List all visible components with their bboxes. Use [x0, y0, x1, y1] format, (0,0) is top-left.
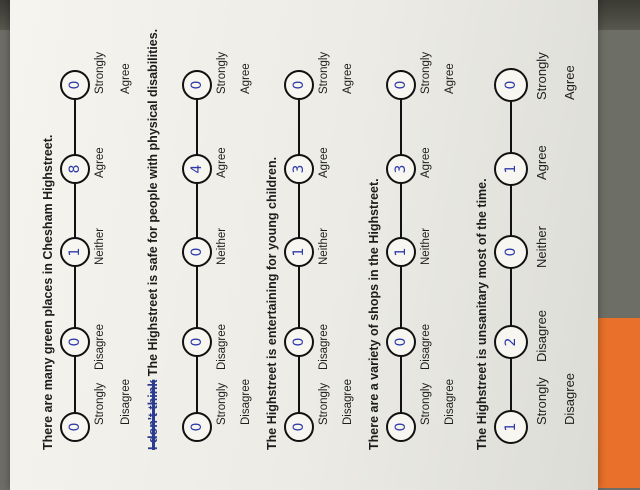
- label-disagree: Disagree: [94, 323, 106, 370]
- question-5: The Highstreet is unsanitary most of the…: [474, 10, 491, 450]
- question-1: There are many green places in Chesham H…: [40, 10, 57, 450]
- label-neither: Neither: [94, 227, 106, 265]
- answer-circle-strongly-agree: 0: [60, 70, 90, 100]
- label-strongly: Strongly: [94, 382, 106, 425]
- label-agree: Agree: [444, 63, 456, 94]
- answer-circle-strongly-agree: 0: [386, 70, 416, 100]
- answer-circle-strongly-disagree: 0: [60, 412, 90, 442]
- question-5-text: The Highstreet is unsanitary most of the…: [475, 178, 489, 450]
- orange-card: [596, 318, 640, 488]
- label-disagree: Disagree: [120, 378, 132, 425]
- answer-circle-disagree: 2: [494, 325, 528, 359]
- label-strongly: Strongly: [216, 51, 228, 94]
- label-strongly: Strongly: [318, 51, 330, 94]
- answer-circle-neither: 1: [284, 237, 314, 267]
- label-disagree: Disagree: [444, 378, 456, 425]
- label-agree: Agree: [240, 63, 252, 94]
- survey-sheet: There are many green places in Chesham H…: [10, 0, 640, 480]
- answer-circle-neither: 0: [494, 235, 528, 269]
- scale-3: 0 0 1 3 0: [284, 52, 314, 452]
- label-neither: Neither: [534, 226, 549, 268]
- label-strongly: Strongly: [94, 51, 106, 94]
- label-neither: Neither: [318, 227, 330, 265]
- label-agree: Agree: [534, 145, 549, 180]
- label-strongly: Strongly: [216, 382, 228, 425]
- answer-circle-disagree: 0: [182, 327, 212, 357]
- answer-circle-strongly-disagree: 1: [494, 410, 528, 444]
- answer-circle-strongly-agree: 0: [182, 70, 212, 100]
- question-3-text: The Highstreet is entertaining for young…: [265, 156, 279, 450]
- question-2: I don't think The Highstreet is safe for…: [145, 10, 162, 450]
- label-disagree: Disagree: [562, 372, 577, 425]
- question-4: There are a variety of shops in the High…: [366, 10, 383, 450]
- label-disagree: Disagree: [420, 323, 432, 370]
- scale-4: 0 0 1 3 0: [386, 52, 416, 452]
- question-1-text: There are many green places in Chesham H…: [41, 134, 55, 450]
- label-neither: Neither: [420, 227, 432, 265]
- scale-2: 0 0 0 4 0: [182, 52, 212, 452]
- scale-5: 1 2 0 1 0: [494, 52, 528, 452]
- answer-circle-disagree: 0: [284, 327, 314, 357]
- answer-circle-strongly-agree: 0: [284, 70, 314, 100]
- answer-circle-neither: 1: [60, 237, 90, 267]
- label-disagree: Disagree: [240, 378, 252, 425]
- answer-circle-strongly-disagree: 0: [284, 412, 314, 442]
- answer-circle-strongly-agree: 0: [494, 68, 528, 102]
- label-agree: Agree: [120, 63, 132, 94]
- answer-circle-disagree: 0: [60, 327, 90, 357]
- question-4-text: There are a variety of shops in the High…: [367, 178, 381, 450]
- crossed-out-text: I don't think: [146, 379, 160, 450]
- answer-circle-agree: 3: [284, 154, 314, 184]
- scale-1: 0 0 1 8 0: [60, 52, 90, 452]
- answer-circle-strongly-disagree: 0: [386, 412, 416, 442]
- answer-circle-agree: 4: [182, 154, 212, 184]
- label-disagree: Disagree: [342, 378, 354, 425]
- label-strongly: Strongly: [420, 51, 432, 94]
- question-2-text: The Highstreet is safe for people with p…: [146, 28, 160, 377]
- label-strongly: Strongly: [318, 382, 330, 425]
- answer-circle-agree: 8: [60, 154, 90, 184]
- label-disagree: Disagree: [534, 309, 549, 362]
- label-strongly: Strongly: [534, 377, 549, 425]
- label-strongly: Strongly: [420, 382, 432, 425]
- label-neither: Neither: [216, 227, 228, 265]
- answer-circle-neither: 1: [386, 237, 416, 267]
- answer-circle-neither: 0: [182, 237, 212, 267]
- answer-circle-strongly-disagree: 0: [182, 412, 212, 442]
- label-agree: Agree: [318, 147, 330, 178]
- answer-circle-agree: 3: [386, 154, 416, 184]
- answer-circle-agree: 1: [494, 152, 528, 186]
- label-agree: Agree: [420, 147, 432, 178]
- label-agree: Agree: [216, 147, 228, 178]
- label-agree: Agree: [562, 65, 577, 100]
- answer-circle-disagree: 0: [386, 327, 416, 357]
- label-agree: Agree: [94, 147, 106, 178]
- label-strongly: Strongly: [534, 52, 549, 100]
- label-disagree: Disagree: [318, 323, 330, 370]
- label-agree: Agree: [342, 63, 354, 94]
- question-3: The Highstreet is entertaining for young…: [264, 10, 281, 450]
- label-disagree: Disagree: [216, 323, 228, 370]
